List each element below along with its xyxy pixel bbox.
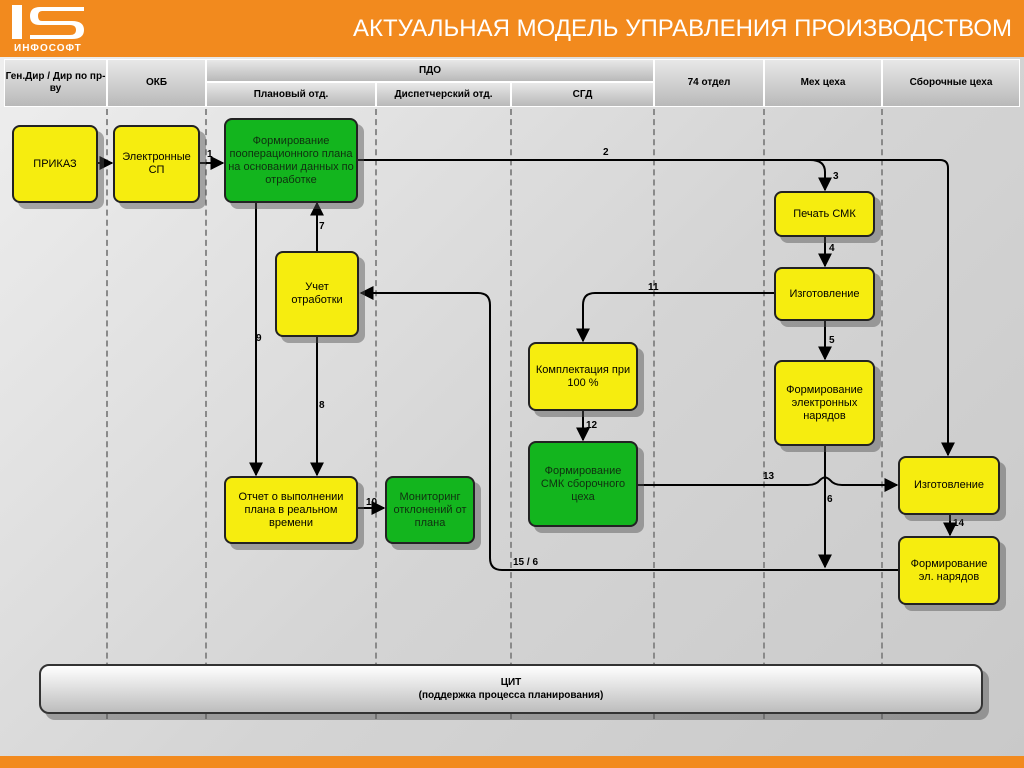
node-form-operational-plan: Формирование пооперационного плана на ос… bbox=[224, 118, 358, 203]
edge-label-12: 12 bbox=[586, 420, 598, 431]
column-gendir: Ген.Дир / Дир по пр-ву bbox=[4, 59, 107, 107]
lane-divider bbox=[375, 109, 377, 719]
column-74: 74 отдел bbox=[654, 59, 764, 107]
edge-label-11: 11 bbox=[648, 282, 659, 293]
logo-text: ИНФОСОФТ bbox=[14, 43, 82, 54]
company-logo: ИНФОСОФТ bbox=[10, 3, 88, 55]
edge-label-8: 8 bbox=[319, 400, 325, 411]
edge-11 bbox=[576, 292, 774, 343]
column-pdo: ПДО bbox=[206, 59, 654, 82]
node-monitoring: Мониторинг отклонений от плана bbox=[385, 476, 475, 544]
node-track-output: Учет отработки bbox=[275, 251, 359, 337]
edge-label-2: 2 bbox=[603, 147, 609, 158]
edge-label-3: 3 bbox=[833, 171, 839, 182]
lane-divider bbox=[763, 109, 765, 719]
node-form-orders-mech: Формирование электронных нарядов bbox=[774, 360, 875, 446]
page-title: АКТУАЛЬНАЯ МОДЕЛЬ УПРАВЛЕНИЯ ПРОИЗВОДСТВ… bbox=[352, 15, 1012, 42]
node-form-orders-assembly: Формирование эл. нарядов bbox=[898, 536, 1000, 605]
node-order: ПРИКАЗ bbox=[12, 125, 98, 203]
column-disp: Диспетчерский отд. bbox=[376, 82, 511, 107]
cit-title: ЦИТ bbox=[500, 677, 522, 688]
node-electronic-sp: Электронные СП bbox=[113, 125, 200, 203]
cit-subtitle: (поддержка процесса планирования) bbox=[418, 690, 604, 701]
logo-is-icon bbox=[12, 5, 84, 39]
edge-label-14: 14 bbox=[953, 518, 965, 529]
edge-label-13: 13 bbox=[763, 471, 775, 482]
edge-15-6 bbox=[359, 286, 900, 571]
edge-label-15-6: 15 / 6 bbox=[513, 557, 539, 568]
column-assembly: Сборочные цеха bbox=[882, 59, 1020, 107]
node-report: Отчет о выполнении плана в реальном врем… bbox=[224, 476, 358, 544]
edge-label-1: 1 bbox=[207, 149, 213, 160]
title-bar: ИНФОСОФТ АКТУАЛЬНАЯ МОДЕЛЬ УПРАВЛЕНИЯ ПР… bbox=[0, 0, 1024, 57]
column-okb: ОКБ bbox=[107, 59, 206, 107]
column-plan: Плановый отд. bbox=[206, 82, 376, 107]
edge-13 bbox=[638, 476, 899, 492]
node-print-smk: Печать СМК bbox=[774, 191, 875, 237]
lane-divider bbox=[510, 109, 512, 719]
node-form-smk-assembly: Формирование СМК сборочного цеха bbox=[528, 441, 638, 527]
column-mech: Мех цеха bbox=[764, 59, 882, 107]
connector-lines bbox=[98, 156, 957, 571]
lane-divider bbox=[205, 109, 207, 719]
node-kitting: Комплектация при 100 % bbox=[528, 342, 638, 411]
bottom-bar bbox=[0, 756, 1024, 768]
process-diagram: Ген.Дир / Дир по пр-ву ОКБ ПДО Плановый … bbox=[0, 57, 1024, 756]
edge-2 bbox=[358, 159, 955, 457]
edge-label-9: 9 bbox=[256, 333, 262, 344]
node-manufacturing-mech: Изготовление bbox=[774, 267, 875, 321]
edge-label-5: 5 bbox=[829, 335, 835, 346]
node-manufacturing-assembly: Изготовление bbox=[898, 456, 1000, 515]
edge-label-6: 6 bbox=[827, 494, 833, 505]
column-sgd: СГД bbox=[511, 82, 654, 107]
edge-label-4: 4 bbox=[829, 243, 835, 254]
lane-divider bbox=[881, 109, 883, 719]
lane-divider bbox=[653, 109, 655, 719]
lane-divider bbox=[106, 109, 108, 719]
edge-label-7: 7 bbox=[319, 221, 325, 232]
edge-label-10: 10 bbox=[366, 497, 378, 508]
edge-3 bbox=[809, 159, 832, 192]
cit-support-bar: ЦИТ (поддержка процесса планирования) bbox=[39, 664, 983, 714]
